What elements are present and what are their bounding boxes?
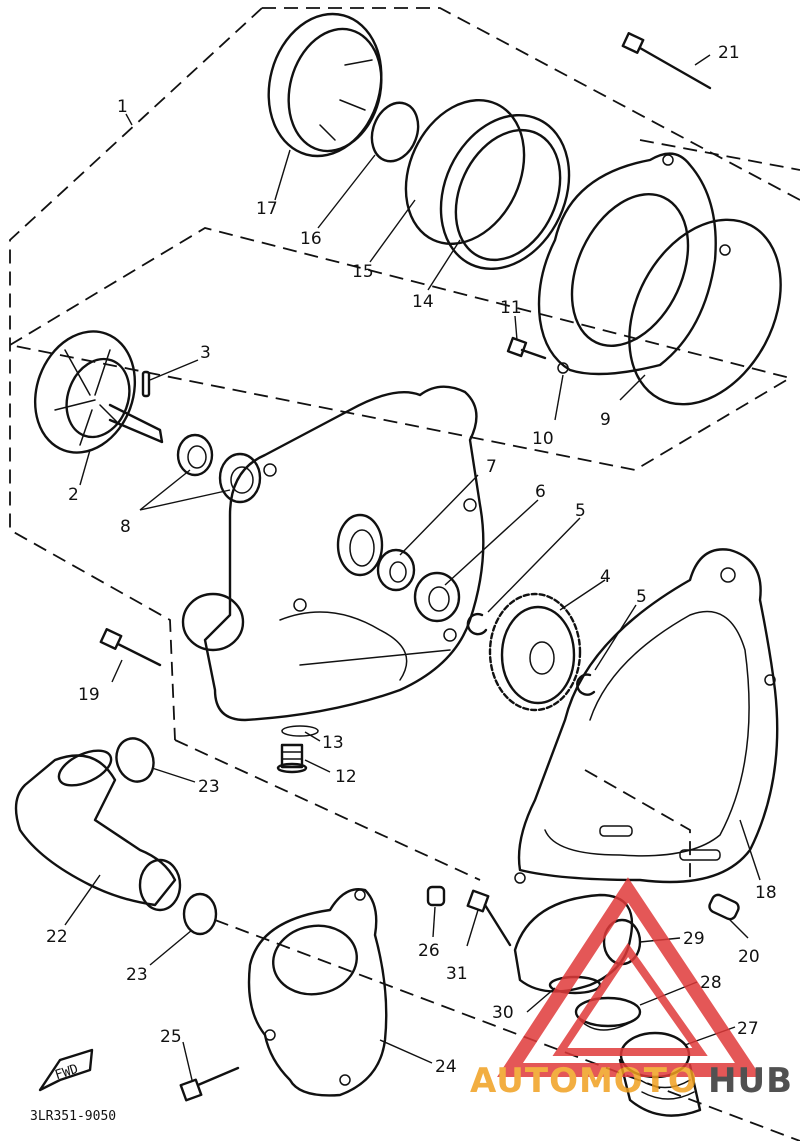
part-12-drain-bolt <box>276 743 308 774</box>
part-3-pin <box>141 370 151 398</box>
label-part-30: 30 <box>492 1003 514 1023</box>
label-part-19: 19 <box>78 685 100 705</box>
label-part-7: 7 <box>486 457 497 477</box>
part-17-oil-seal <box>267 12 383 158</box>
label-part-17: 17 <box>256 199 278 219</box>
assembly-boundary-lines <box>9 7 800 1141</box>
part-9-o-ring <box>628 218 782 406</box>
part-16-disc <box>370 101 420 163</box>
label-part-27: 27 <box>737 1019 759 1039</box>
part-22-inlet-pipe <box>14 749 182 912</box>
forward-label: FWD <box>53 1062 80 1084</box>
watermark-text-hub: HUB <box>708 1061 793 1101</box>
part-8-mechanical-seal <box>176 433 262 504</box>
part-2-impeller <box>33 330 164 454</box>
diagram-code: 3LR351-9050 <box>30 1109 116 1124</box>
label-part-23a: 23 <box>198 777 220 797</box>
part-4-drive-gear <box>488 592 582 712</box>
label-part-2: 2 <box>68 485 79 505</box>
part-18-gasket <box>514 548 779 884</box>
part-24-lower-housing <box>247 888 388 1097</box>
label-part-4: 4 <box>600 567 611 587</box>
label-part-23b: 23 <box>126 965 148 985</box>
part-23-o-ring-b <box>182 892 218 936</box>
part-26-dowel <box>426 885 446 907</box>
part-19-bolt <box>99 628 162 667</box>
watermark-triangle-icon <box>497 877 762 1077</box>
label-part-3: 3 <box>200 343 211 363</box>
label-part-9: 9 <box>600 410 611 430</box>
part-6-bearing <box>413 571 461 623</box>
label-part-5a: 5 <box>575 501 586 521</box>
part-20-dowel <box>708 893 740 921</box>
label-part-28: 28 <box>700 973 722 993</box>
label-part-25: 25 <box>160 1027 182 1047</box>
label-part-31: 31 <box>446 964 468 984</box>
part-15-ring <box>404 98 526 246</box>
part-5-circlip-a <box>466 612 488 636</box>
label-part-24: 24 <box>435 1057 457 1077</box>
automotohub-watermark: AUTOMOTO HUB <box>470 877 793 1101</box>
label-part-21: 21 <box>718 43 740 63</box>
label-part-18: 18 <box>755 883 777 903</box>
label-part-8: 8 <box>120 517 131 537</box>
part-21-bolt <box>621 32 712 90</box>
label-part-13: 13 <box>322 733 344 753</box>
part-11-bolt <box>506 336 547 360</box>
part-14-seal <box>439 113 571 271</box>
label-part-10: 10 <box>532 429 554 449</box>
label-part-14: 14 <box>412 292 434 312</box>
label-part-16: 16 <box>300 229 322 249</box>
part-31-bolt <box>466 889 512 947</box>
part-7-bearing <box>376 548 416 592</box>
label-part-12: 12 <box>335 767 357 787</box>
label-part-11: 11 <box>500 298 522 318</box>
watermark-text-automoto: AUTOMOTO <box>470 1061 698 1101</box>
label-part-26: 26 <box>418 941 440 961</box>
part-number-labels: 1 2 3 4 5 5 6 7 8 9 10 11 12 13 14 15 16… <box>46 43 777 1077</box>
label-part-20: 20 <box>738 947 760 967</box>
part-13-washer <box>281 725 319 737</box>
label-part-22: 22 <box>46 927 68 947</box>
part-23-o-ring-a <box>115 737 155 783</box>
label-part-5b: 5 <box>636 587 647 607</box>
forward-direction-arrow: FWD <box>38 1048 94 1092</box>
part-25-bolt <box>179 1066 240 1102</box>
label-part-1: 1 <box>117 97 128 117</box>
main-pump-housing <box>181 385 485 722</box>
label-part-6: 6 <box>535 482 546 502</box>
label-part-29: 29 <box>683 929 705 949</box>
part-10-pump-cover <box>537 152 731 376</box>
watermark-triangle-inner-icon <box>552 942 708 1056</box>
label-part-15: 15 <box>352 262 374 282</box>
